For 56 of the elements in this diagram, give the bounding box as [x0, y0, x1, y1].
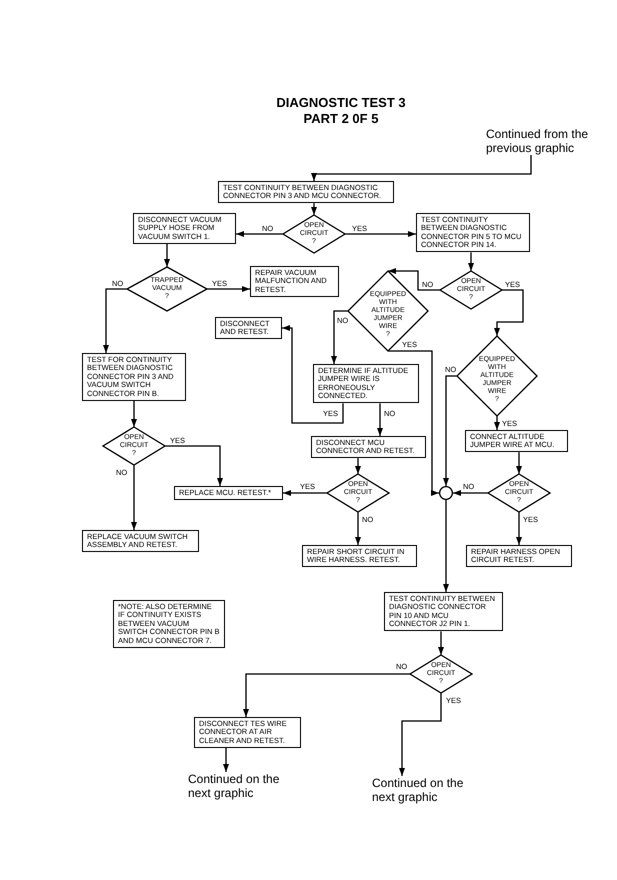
process-box — [82, 353, 186, 401]
flow-arrow — [165, 445, 223, 486]
flow-arrow — [103, 288, 127, 353]
process-box — [133, 213, 236, 244]
decision-diamond — [127, 267, 207, 311]
decision-diamond — [283, 215, 345, 253]
continuation-note: Continued on the next graphic — [372, 776, 472, 804]
flow-arrow — [453, 490, 488, 496]
process-box — [194, 717, 301, 748]
process-box — [416, 213, 530, 252]
flow-arrow — [443, 375, 457, 486]
decision-diamond — [457, 336, 537, 416]
diagram-title: DIAGNOSTIC TEST 3 PART 2 0F 5 — [275, 95, 407, 127]
flow-arrow — [399, 693, 442, 776]
process-box — [466, 545, 572, 568]
flow-arrow — [494, 289, 524, 336]
flow-arrow — [468, 252, 474, 271]
decision-diamond — [488, 474, 550, 512]
process-box — [313, 364, 419, 404]
flow-arrow — [164, 244, 170, 267]
process-box — [311, 436, 426, 458]
flow-arrow — [131, 400, 137, 427]
flow-arrow — [311, 155, 532, 181]
decision-diamond — [440, 271, 502, 309]
process-box — [215, 317, 282, 340]
process-box — [465, 430, 568, 452]
continuation-note: Continued from the previous graphic — [486, 127, 596, 155]
decision-diamond — [103, 427, 165, 465]
flow-arrow — [283, 490, 327, 496]
flow-arrow — [355, 512, 361, 545]
continuation-note: Continued on the next graphic — [188, 772, 288, 800]
flow-arrow — [438, 631, 444, 655]
flow-arrow — [223, 748, 229, 772]
flow-arrow — [236, 231, 283, 237]
process-box — [218, 181, 394, 204]
flow-arrow — [443, 500, 449, 592]
process-box — [82, 530, 199, 552]
decision-diamond — [327, 474, 389, 512]
junction-circle — [439, 486, 453, 500]
process-box — [302, 545, 417, 568]
flow-arrow — [131, 465, 137, 530]
flow-arrow — [207, 286, 250, 292]
flow-arrow — [377, 403, 383, 436]
flow-arrow — [388, 268, 440, 291]
flow-arrow — [355, 458, 361, 474]
flow-arrow — [282, 325, 344, 424]
process-box — [250, 266, 339, 297]
flow-arrow — [516, 512, 522, 545]
flow-arrow — [494, 416, 500, 430]
flow-arrow — [345, 231, 416, 237]
flow-arrow — [516, 452, 522, 474]
process-box — [384, 592, 503, 632]
decision-diamond — [410, 655, 472, 693]
flow-arrow — [311, 203, 317, 215]
flow-arrow — [331, 310, 348, 364]
process-box — [174, 486, 283, 500]
